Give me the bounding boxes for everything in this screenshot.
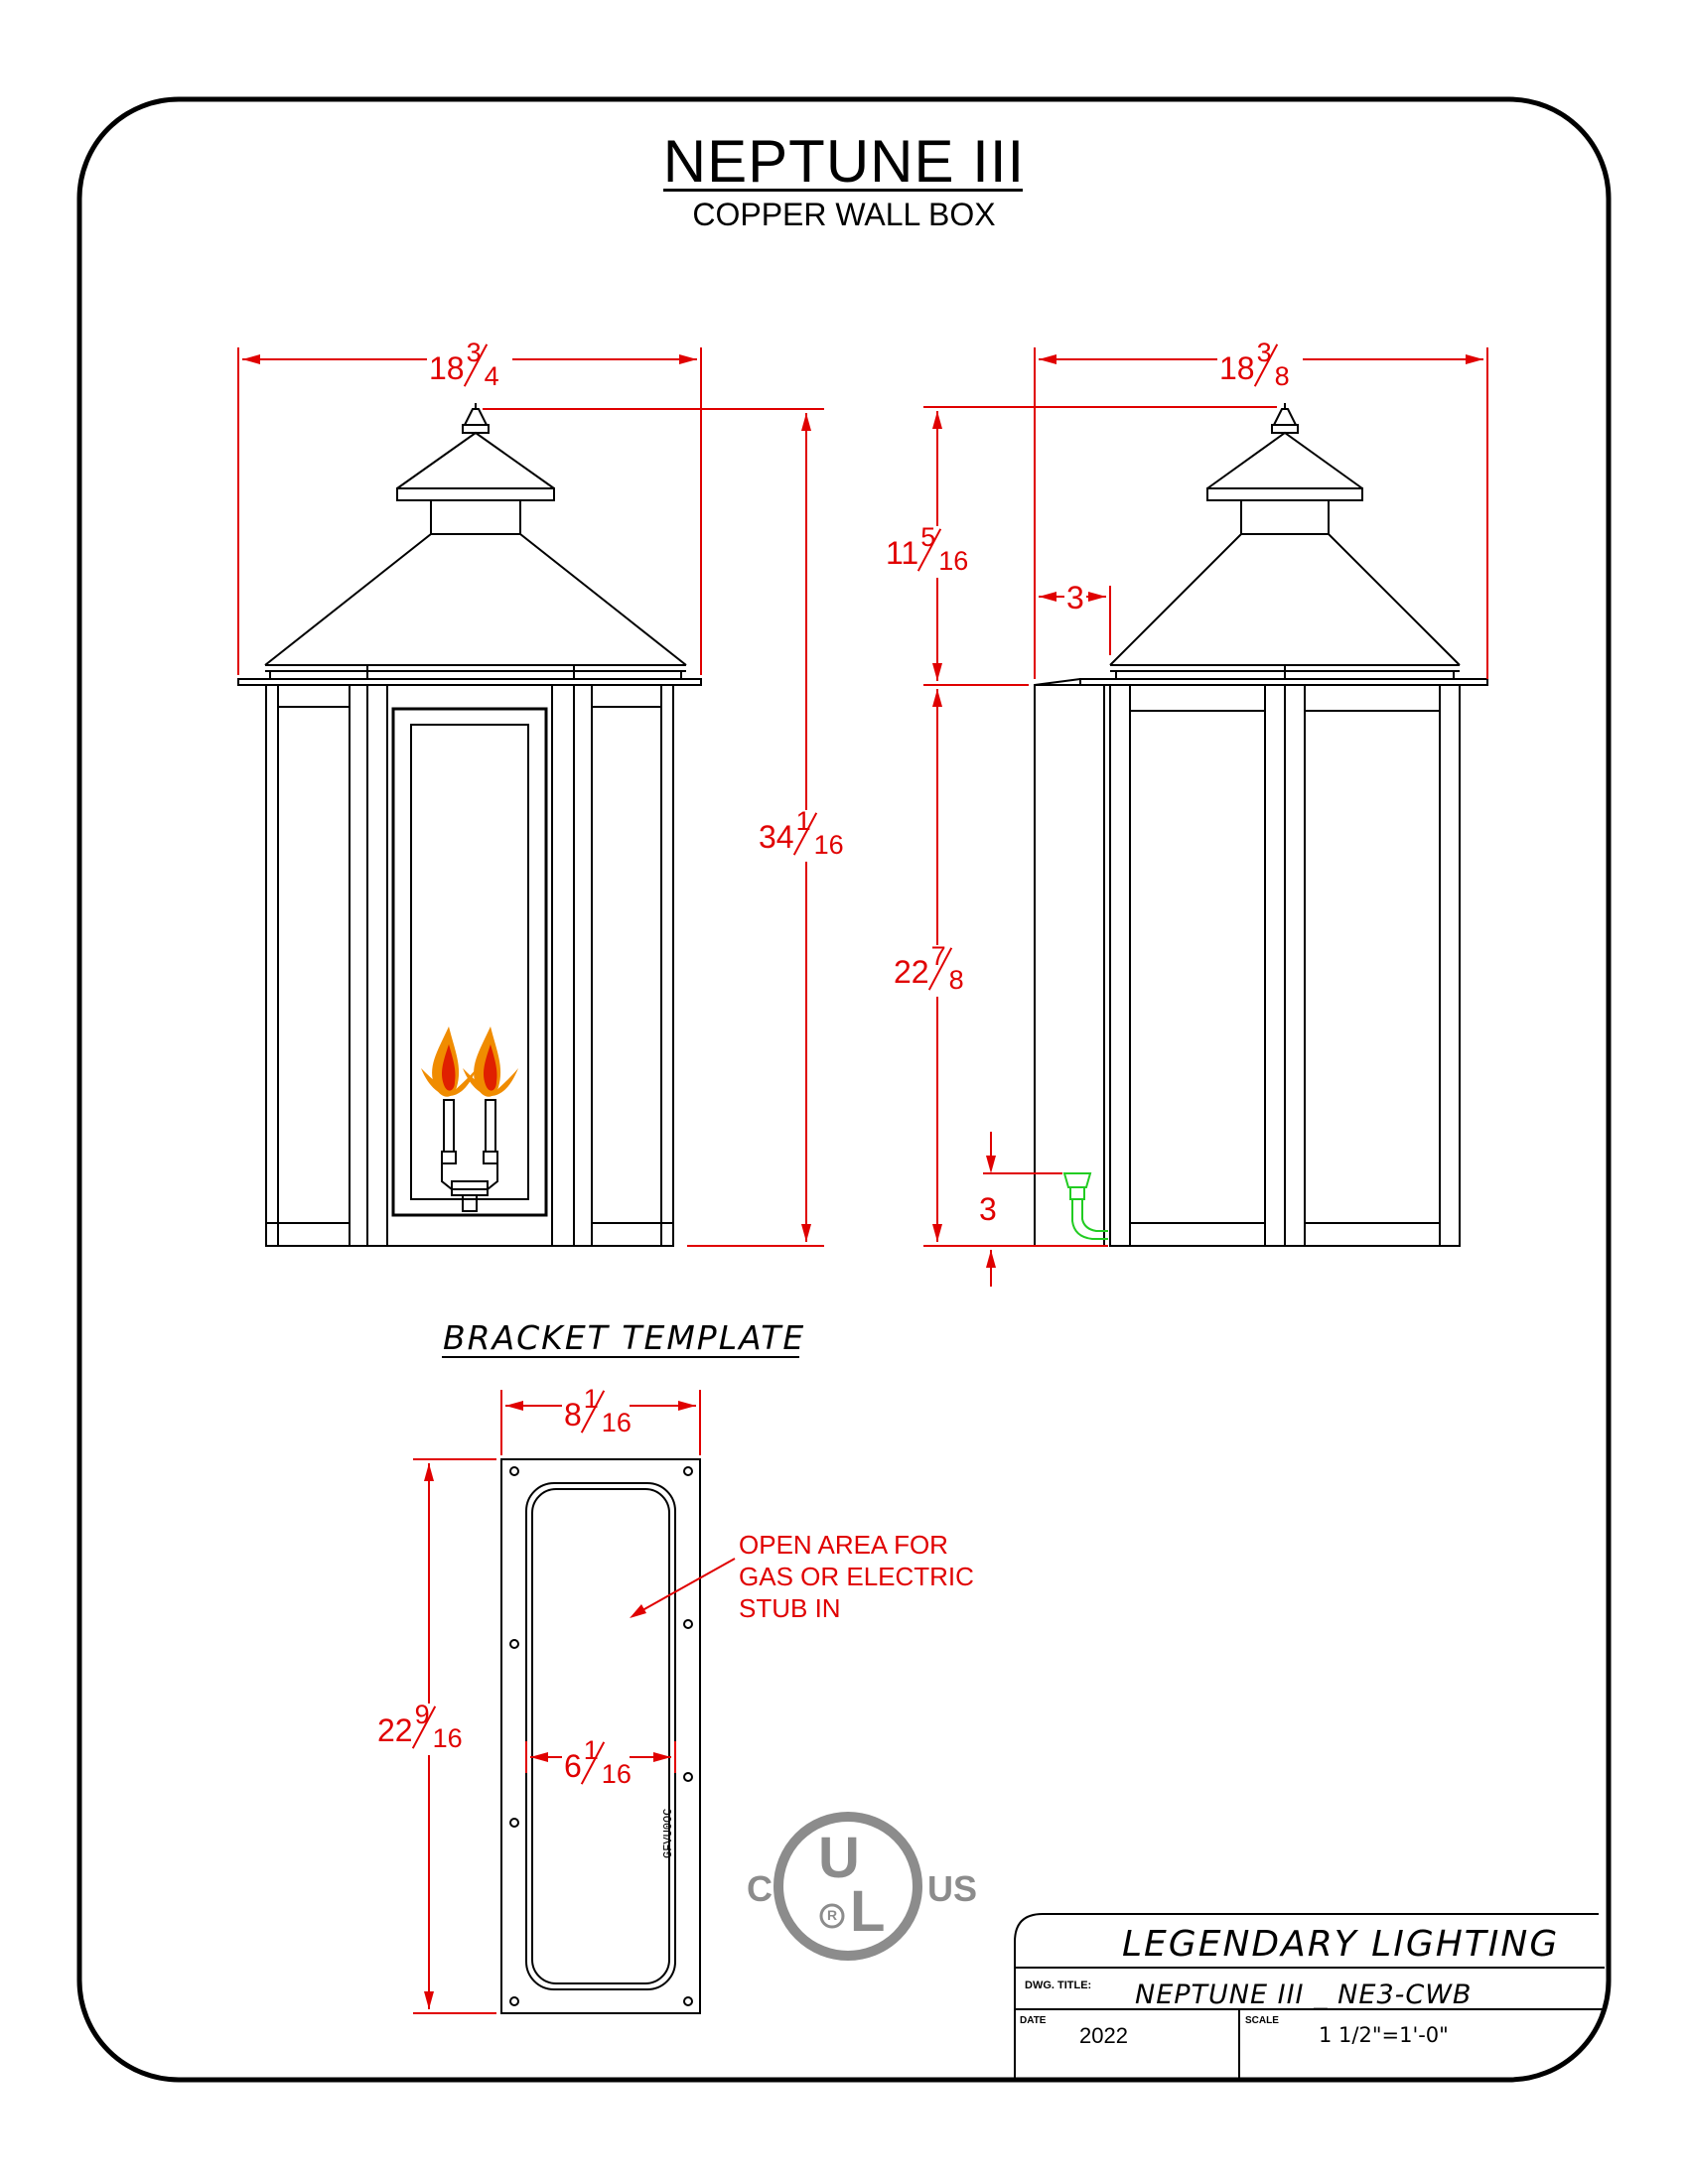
title-block-scale-label: SCALE [1245, 2015, 1279, 2026]
ul-l-letter: L [850, 1879, 886, 1944]
bracket-label-underline [442, 1356, 799, 1358]
front-body [265, 684, 674, 1247]
title-block-dwg-title: NEPTUNE III _ NE3-CWB [1135, 1979, 1473, 2010]
burner-assembly [421, 1026, 518, 1212]
sheet-border [76, 96, 1612, 2083]
side-dim-lines [923, 347, 1488, 1287]
dim-stub-height: 3 [977, 1191, 999, 1227]
gas-stub-icon [1062, 1172, 1108, 1240]
side-view [1034, 403, 1488, 1247]
side-cap [1206, 431, 1363, 489]
bracket-stamp: GFVU0OC [661, 1809, 675, 1858]
title-block-dwg-label: DWG. TITLE: [1025, 1979, 1092, 1991]
drawing-subtitle: COPPER WALL BOX [692, 197, 996, 232]
bracket-template [500, 1458, 701, 2014]
side-wall-plate [1034, 684, 1105, 1247]
ul-listing-mark [774, 1812, 922, 1961]
bracket-template-label: BRACKET TEMPLATE [443, 1318, 806, 1357]
dim-side-offset: 3 [1064, 580, 1086, 615]
ul-u-letter: U [818, 1826, 860, 1890]
front-dim-lines [237, 347, 824, 1247]
bracket-note-line-1: OPEN AREA FOR [739, 1530, 948, 1560]
drawing-title: NEPTUNE III [662, 128, 1026, 195]
title-block [1014, 1913, 1605, 2080]
side-roof [1109, 533, 1461, 666]
front-cap [396, 431, 555, 489]
bracket-plate [500, 1458, 701, 2014]
title-underline [663, 189, 1023, 192]
front-roof [264, 533, 687, 666]
front-finial [462, 408, 490, 434]
title-block-company: LEGENDARY LIGHTING [1122, 1924, 1560, 1965]
ul-us-letters: US [927, 1868, 978, 1909]
front-view [237, 403, 702, 1247]
side-finial [1271, 408, 1299, 434]
bracket-opening [525, 1482, 676, 1990]
title-block-date: 2022 [1079, 2023, 1128, 2048]
ul-c-letter: C [747, 1868, 773, 1909]
ul-r-letter: R [827, 1907, 838, 1923]
front-door [391, 707, 548, 1217]
bracket-note-line-3: STUB IN [739, 1593, 841, 1623]
title-block-scale: 1 1/2"=1'-0" [1319, 2023, 1449, 2047]
bracket-note-line-2: GAS OR ELECTRIC [739, 1562, 974, 1591]
title-block-date-label: DATE [1020, 2015, 1047, 2026]
